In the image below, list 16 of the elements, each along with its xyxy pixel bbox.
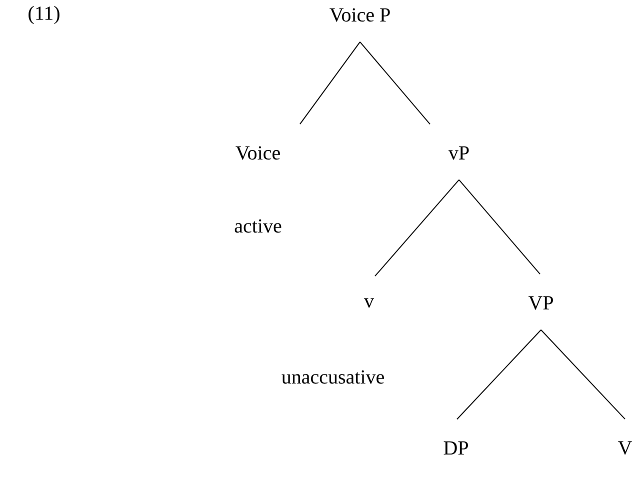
tree-node-label: V [618, 441, 632, 455]
tree-node-label: DP [444, 441, 468, 455]
feature-label: active [234, 219, 282, 233]
tree-node-label: Voice P [330, 8, 390, 22]
tree-branch [374, 179, 460, 277]
tree-node-label: VP [528, 296, 553, 310]
tree-branch [458, 179, 540, 275]
tree-node-label: Voice [236, 146, 280, 160]
tree-node-label: vP [448, 146, 469, 160]
tree-branch [540, 329, 626, 420]
tree-node-label: v [364, 298, 374, 308]
feature-label: (11) [28, 6, 60, 24]
feature-label: unaccusative [282, 370, 384, 384]
tree-branch [300, 41, 360, 125]
tree-branch [456, 329, 542, 420]
tree-branch [360, 41, 430, 125]
